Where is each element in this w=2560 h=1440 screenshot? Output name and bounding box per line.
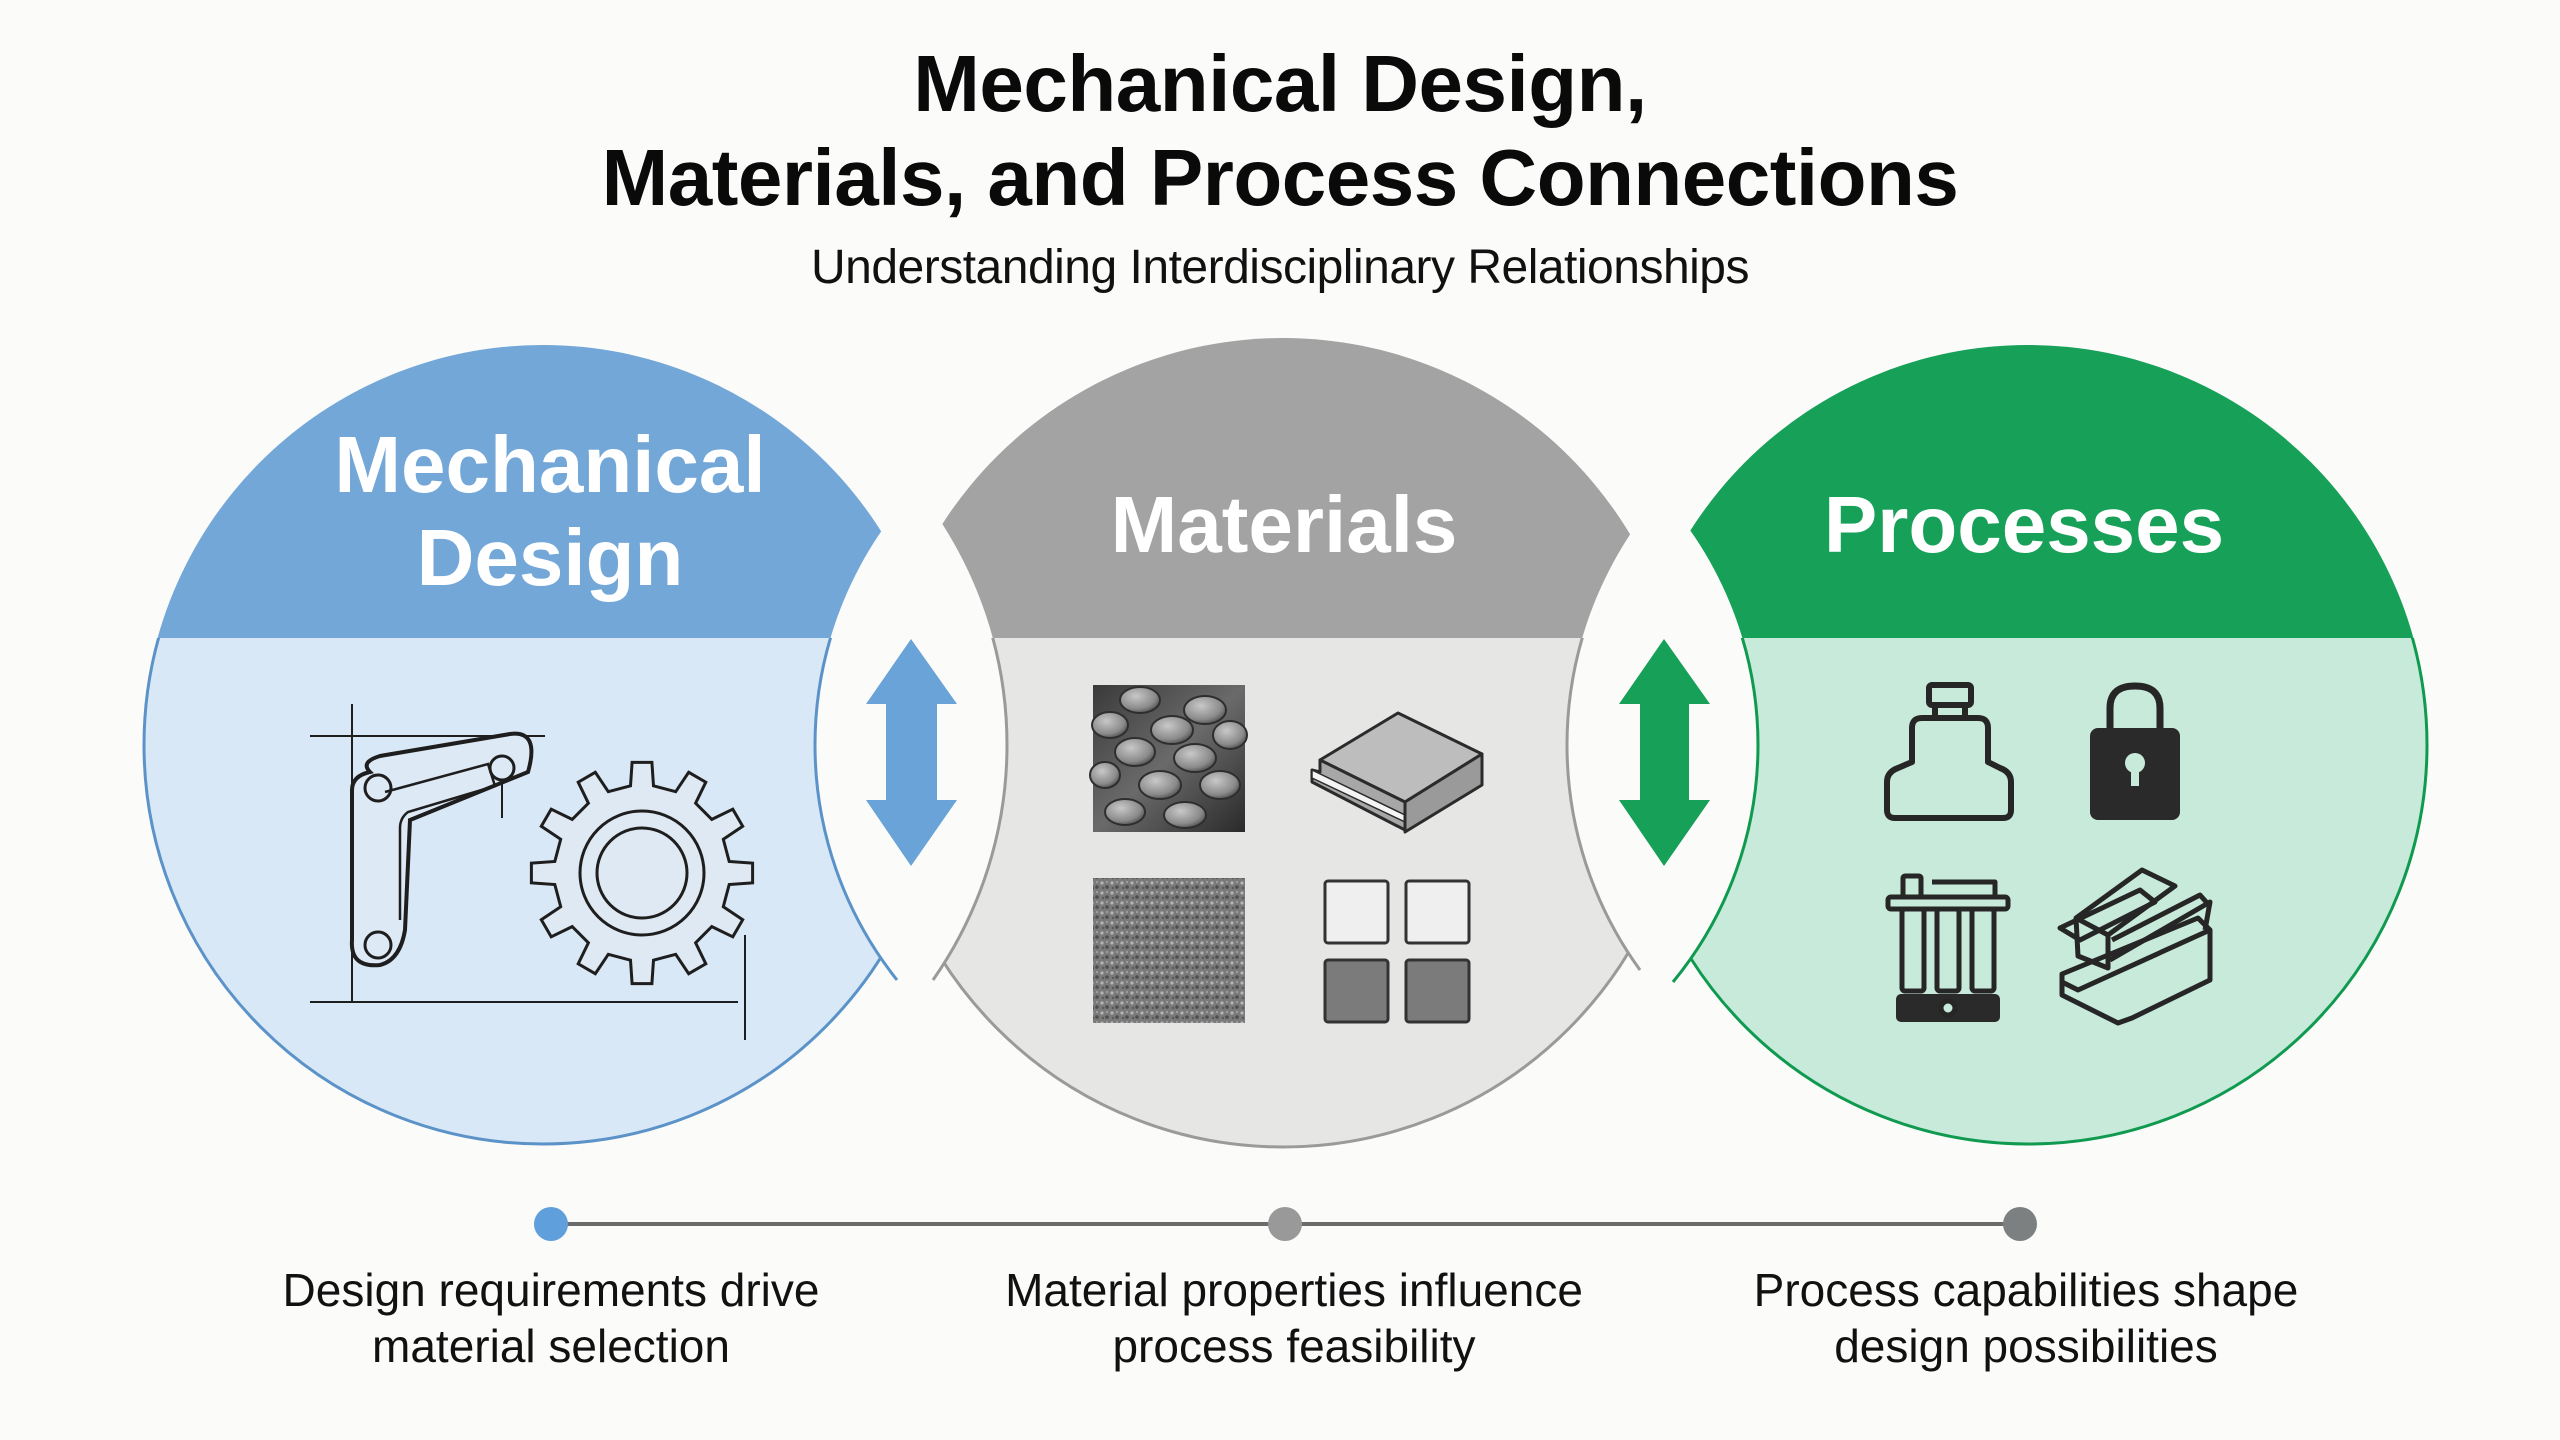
mechanical-design-cut-edge bbox=[813, 638, 899, 981]
materials-body bbox=[878, 638, 1688, 1148]
caption-line: Material properties influence bbox=[1005, 1264, 1583, 1316]
processes-body bbox=[1628, 638, 2428, 1145]
gear-ring bbox=[595, 826, 689, 920]
materials-left-cut-edge bbox=[931, 638, 1009, 981]
caption-line: Design requirements drive bbox=[282, 1264, 820, 1316]
mechanical-design-heading-line-2: Design bbox=[417, 513, 684, 602]
mechanical-design-body bbox=[143, 638, 943, 1145]
page-title-line-2: Materials, and Process Connections bbox=[601, 133, 1959, 222]
processes-heading: Processes bbox=[1824, 480, 2224, 569]
caption-line: Process capabilities shape bbox=[1753, 1264, 2299, 1316]
filter-tubes-icon bbox=[1885, 873, 2011, 1022]
page-title-line-1: Mechanical Design, bbox=[913, 39, 1647, 128]
gear-icon bbox=[529, 760, 755, 986]
caption-line: material selection bbox=[372, 1320, 730, 1372]
textured-surface-icon bbox=[1093, 878, 1245, 1023]
mechanical-design-header bbox=[143, 345, 943, 638]
bidirectional-arrow-icon bbox=[866, 639, 957, 866]
materials-header bbox=[878, 338, 1688, 638]
page-subtitle: Understanding Interdisciplinary Relation… bbox=[810, 241, 1750, 294]
materials-heading: Materials bbox=[1111, 480, 1458, 569]
caption-line: design possibilities bbox=[1834, 1320, 2218, 1372]
timeline-node bbox=[534, 1207, 568, 1241]
bidirectional-arrow-icon bbox=[1619, 639, 1710, 866]
caption-processes-to-design: Process capabilities shape design possib… bbox=[1666, 1262, 2386, 1374]
materials-right-cut-edge bbox=[1565, 638, 1642, 971]
caption-design-to-materials: Design requirements drive material selec… bbox=[191, 1262, 911, 1374]
material-grid-icon bbox=[1323, 879, 1471, 1024]
metal-pellets-icon bbox=[1089, 685, 1248, 832]
mechanical-design-heading-line-1: Mechanical bbox=[334, 420, 765, 509]
bracket-linkage-drawing-icon bbox=[310, 704, 746, 1040]
timeline-node bbox=[2003, 1207, 2037, 1241]
caption-line: process feasibility bbox=[1112, 1320, 1476, 1372]
timeline-node bbox=[1268, 1207, 1302, 1241]
casting-mold-icon bbox=[1884, 682, 2014, 821]
padlock-icon bbox=[2090, 682, 2180, 820]
processes-cut-edge bbox=[1671, 638, 1760, 983]
processes-header bbox=[1628, 345, 2428, 638]
layered-slab-icon bbox=[1310, 711, 1484, 834]
stacked-ingots-icon bbox=[2057, 867, 2213, 1026]
caption-materials-to-processes: Material properties influence process fe… bbox=[934, 1262, 1654, 1374]
processes-circle bbox=[1627, 345, 2429, 1146]
